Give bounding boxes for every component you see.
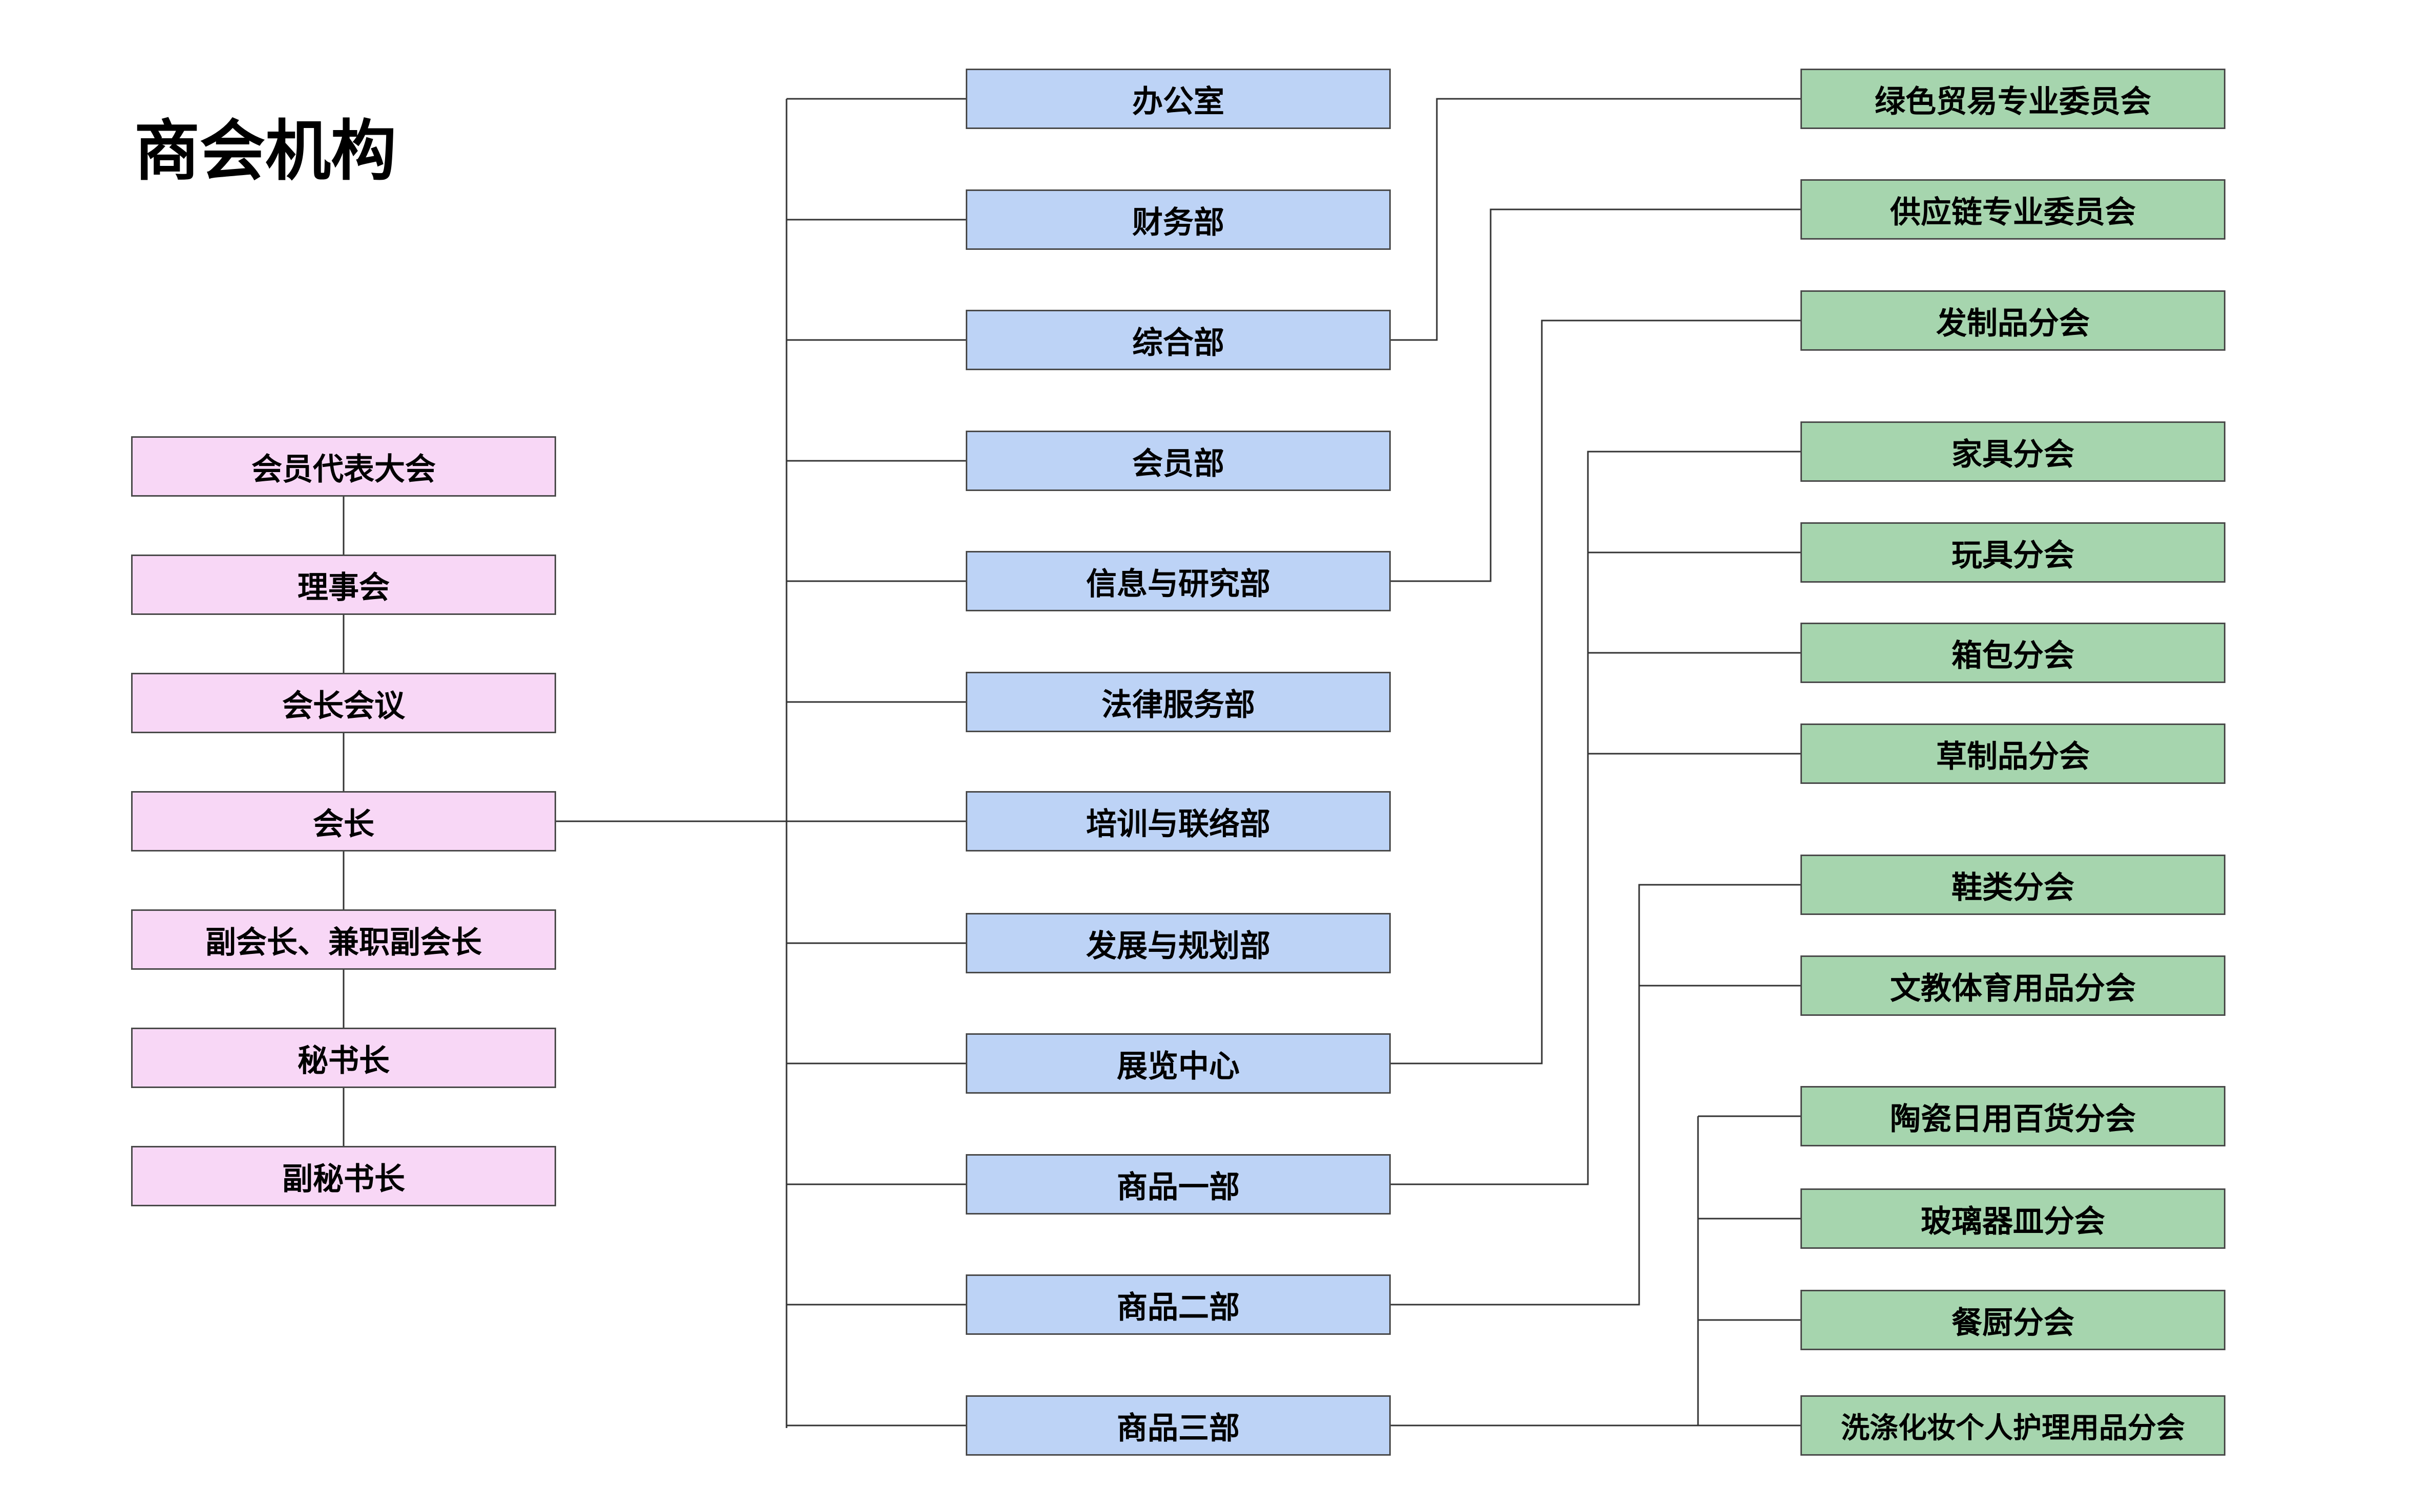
node-deputy-secretary: 副秘书长 xyxy=(131,1146,556,1206)
node-dept-commodity-2: 商品二部 xyxy=(966,1274,1391,1335)
node-dept-planning: 发展与规划部 xyxy=(966,913,1391,973)
node-supply-chain-committee: 供应链专业委员会 xyxy=(1800,179,2225,240)
node-secretary-general: 秘书长 xyxy=(131,1028,556,1088)
node-toys-branch: 玩具分会 xyxy=(1800,522,2225,583)
node-dept-office: 办公室 xyxy=(966,69,1391,129)
node-straw-products-branch: 草制品分会 xyxy=(1800,723,2225,784)
node-furniture-branch: 家具分会 xyxy=(1800,421,2225,482)
node-dept-legal: 法律服务部 xyxy=(966,672,1391,732)
node-footwear-branch: 鞋类分会 xyxy=(1800,855,2225,915)
node-council: 理事会 xyxy=(131,555,556,615)
node-dept-commodity-3: 商品三部 xyxy=(966,1395,1391,1456)
node-dept-finance: 财务部 xyxy=(966,189,1391,250)
node-member-congress: 会员代表大会 xyxy=(131,436,556,497)
node-dept-info-research: 信息与研究部 xyxy=(966,551,1391,611)
node-dept-training: 培训与联络部 xyxy=(966,791,1391,851)
node-vice-presidents: 副会长、兼职副会长 xyxy=(131,909,556,970)
node-stationery-sports-branch: 文教体育用品分会 xyxy=(1800,955,2225,1016)
node-glassware-branch: 玻璃器皿分会 xyxy=(1800,1188,2225,1249)
node-dept-exhibition: 展览中心 xyxy=(966,1033,1391,1094)
node-kitchenware-branch: 餐厨分会 xyxy=(1800,1290,2225,1350)
page-title: 商会机构 xyxy=(134,113,397,189)
node-president: 会长 xyxy=(131,791,556,851)
node-personal-care-branch: 洗涤化妆个人护理用品分会 xyxy=(1800,1395,2225,1456)
node-dept-membership: 会员部 xyxy=(966,431,1391,491)
node-presidents-meeting: 会长会议 xyxy=(131,673,556,733)
node-hair-products-branch: 发制品分会 xyxy=(1800,290,2225,351)
node-ceramics-branch: 陶瓷日用百货分会 xyxy=(1800,1086,2225,1146)
node-dept-commodity-1: 商品一部 xyxy=(966,1154,1391,1215)
node-green-trade-committee: 绿色贸易专业委员会 xyxy=(1800,69,2225,129)
node-dept-general: 综合部 xyxy=(966,310,1391,370)
node-bags-branch: 箱包分会 xyxy=(1800,623,2225,683)
